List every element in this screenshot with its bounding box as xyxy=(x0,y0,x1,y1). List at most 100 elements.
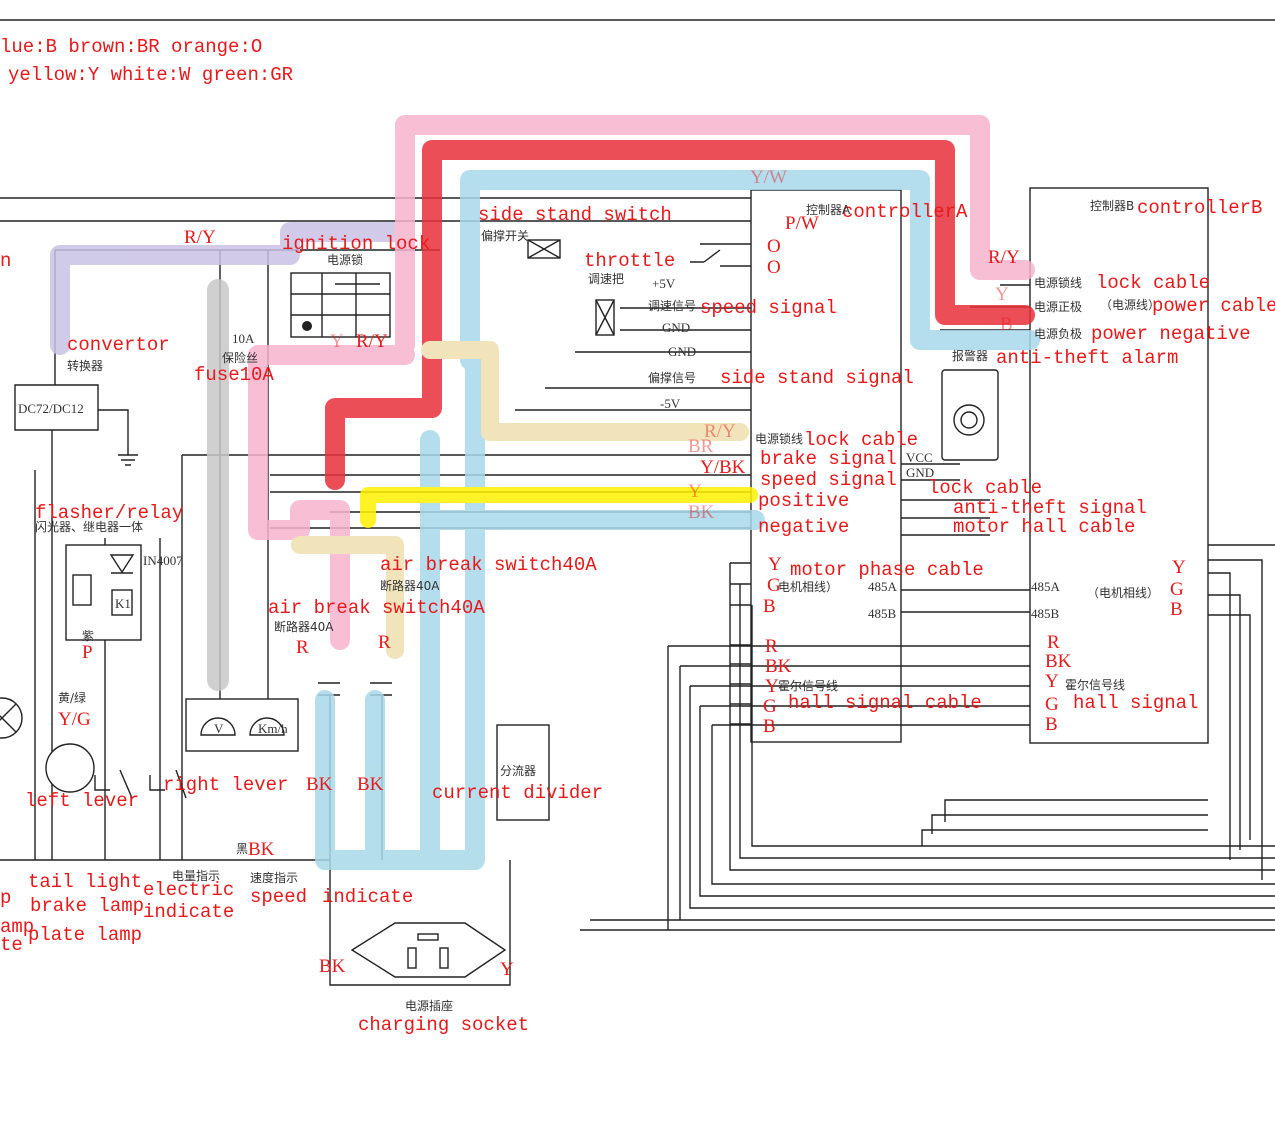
label-side-stand-signal: side stand signal xyxy=(720,367,914,389)
zh-black: 黑 xyxy=(236,842,248,856)
horn xyxy=(45,743,95,793)
zh-flasher: 闪光器、继电器一体 xyxy=(35,520,143,534)
code-b-b: B xyxy=(1000,314,1013,335)
label-brake-lamp: brake lamp xyxy=(30,895,144,917)
charging-socket xyxy=(350,922,507,978)
code-bk-indicator: BK xyxy=(248,839,275,860)
zh-controller-a: 控制器A xyxy=(806,203,851,217)
code-p: P xyxy=(82,642,93,663)
code-485a-a: 485A xyxy=(868,579,898,594)
zh-side-signal: 偏撑信号 xyxy=(648,370,696,385)
code-r-y-b: R/Y xyxy=(988,247,1020,268)
label-hall-signal: hall signal xyxy=(1073,692,1198,714)
code-r-y-left: R/Y xyxy=(184,227,216,248)
english-labels: side stand switch ignition lock n thrott… xyxy=(0,197,1275,1036)
label-controller-a: controllerA xyxy=(842,201,968,223)
pink-highlight xyxy=(248,115,1035,650)
code-br-a: BR xyxy=(688,436,714,457)
label-throttle: throttle xyxy=(584,250,675,272)
tan-highlight xyxy=(291,341,749,659)
zh-speed-indicator: 速度指示 xyxy=(250,870,298,885)
zh-controller-b: 控制器B xyxy=(1090,199,1134,213)
label-fuse: fuse10A xyxy=(194,364,274,386)
label-speed-signal: speed signal xyxy=(700,297,837,319)
chinese-labels: 电源锁 偏撑开关 调速把 调速信号 偏撑信号 转换器 保险丝 闪光器、继电器一体… xyxy=(35,199,1160,1013)
voltmeter-label: V xyxy=(214,721,224,736)
legend-line-2: yellow:Y white:W green:GR xyxy=(8,64,293,86)
label-negative: negative xyxy=(758,516,849,538)
current-divider-box xyxy=(496,724,550,821)
lavender-highlight xyxy=(50,222,405,355)
code-hall-b-y: Y xyxy=(1045,671,1059,692)
speedometer-label: Km/h xyxy=(258,721,288,736)
gnd2-label: GND xyxy=(668,344,696,359)
label-indicate-1: indicate xyxy=(143,901,234,923)
label-motor-hall-cable: motor hall cable xyxy=(953,516,1135,538)
label-flasher-relay: flasher/relay xyxy=(35,502,183,524)
label-indicate-2: indicate xyxy=(322,886,413,908)
code-y-g: Y/G xyxy=(58,709,91,730)
wire-codes: Y/W P/W O O R/Y Y B R/Y R/Y Y R/Y BR Y/B… xyxy=(58,167,1186,980)
label-speed-signal-a: speed signal xyxy=(760,469,897,491)
label-air-break-2: air break switch40A xyxy=(268,597,485,619)
legend-line-1: lue:B brown:BR orange:O xyxy=(0,36,262,58)
code-y-b: Y xyxy=(995,284,1009,305)
code-phase-b-y: Y xyxy=(1172,557,1186,578)
zh-positive-note-b: （电源线） xyxy=(1100,298,1160,312)
zh-breaker-2: 断路器40A xyxy=(274,619,334,634)
code-bk-a: BK xyxy=(688,502,715,523)
component-text: DC72/DC12 IN4007 K1 +5V GND GND -5V VCC … xyxy=(18,276,934,736)
label-air-break-1: air break switch40A xyxy=(380,554,597,576)
code-bk-socket: BK xyxy=(319,956,346,977)
code-r-y-lock: R/Y xyxy=(356,331,388,352)
code-y-a: Y xyxy=(688,481,702,502)
code-hall-a-bk: BK xyxy=(765,656,792,677)
label-brake-signal: brake signal xyxy=(760,448,897,470)
code-phase-b-b: B xyxy=(1170,599,1183,620)
code-y-w: Y/W xyxy=(750,167,787,188)
label-left-lever: left lever xyxy=(25,790,139,812)
zh-speed-signal: 调速信号 xyxy=(648,299,696,313)
code-r-1: R xyxy=(296,637,309,658)
zh-fuse: 保险丝 xyxy=(222,350,258,365)
code-hall-b-r: R xyxy=(1047,632,1060,653)
label-power-cable: power cable xyxy=(1152,295,1275,317)
zh-divider: 分流器 xyxy=(500,764,536,778)
voltmeter xyxy=(200,717,236,736)
headlamp xyxy=(0,697,23,739)
label-hall-signal-cable: hall signal cable xyxy=(788,692,982,714)
label-cut-p: p xyxy=(0,887,11,909)
code-485b-b: 485B xyxy=(1031,606,1060,621)
code-r-y-a: R/Y xyxy=(704,421,736,442)
label-controller-b: controllerB xyxy=(1137,197,1262,219)
zh-hall-a: 霍尔信号线 xyxy=(778,678,838,693)
red-highlight xyxy=(325,140,1035,490)
code-o-2: O xyxy=(767,257,781,278)
zh-purple: 紫 xyxy=(82,629,94,643)
label-lock-cable-b: lock cable xyxy=(1096,272,1210,294)
label-cut-te: te xyxy=(0,934,23,956)
code-hall-b-g: G xyxy=(1045,694,1059,715)
label-current-divider: current divider xyxy=(432,782,603,804)
zh-converter: 转换器 xyxy=(67,358,103,373)
code-y-bk-a: Y/BK xyxy=(700,457,746,478)
code-485b-a: 485B xyxy=(868,606,897,621)
zh-phase-a: 电机相线） xyxy=(778,580,838,594)
code-bk-2: BK xyxy=(357,774,384,795)
label-speed: speed xyxy=(250,886,307,908)
label-cut-n: n xyxy=(0,250,11,272)
zh-lock-line-b: 电源锁线 xyxy=(1034,275,1082,290)
relay-k1 xyxy=(111,589,133,616)
code-y-lock: Y xyxy=(330,331,344,352)
label-anti-theft-alarm: anti-theft alarm xyxy=(996,347,1178,369)
label-tail-light: tail light xyxy=(28,871,142,893)
code-p-w: P/W xyxy=(785,213,819,234)
label-electric: electric xyxy=(143,879,234,901)
zh-power-indicator: 电量指示 xyxy=(172,868,220,883)
code-hall-a-b: B xyxy=(763,716,776,737)
yellow-highlight xyxy=(360,487,758,528)
zh-side-stand: 偏撑开关 xyxy=(481,228,529,243)
code-o-1: O xyxy=(767,236,781,257)
